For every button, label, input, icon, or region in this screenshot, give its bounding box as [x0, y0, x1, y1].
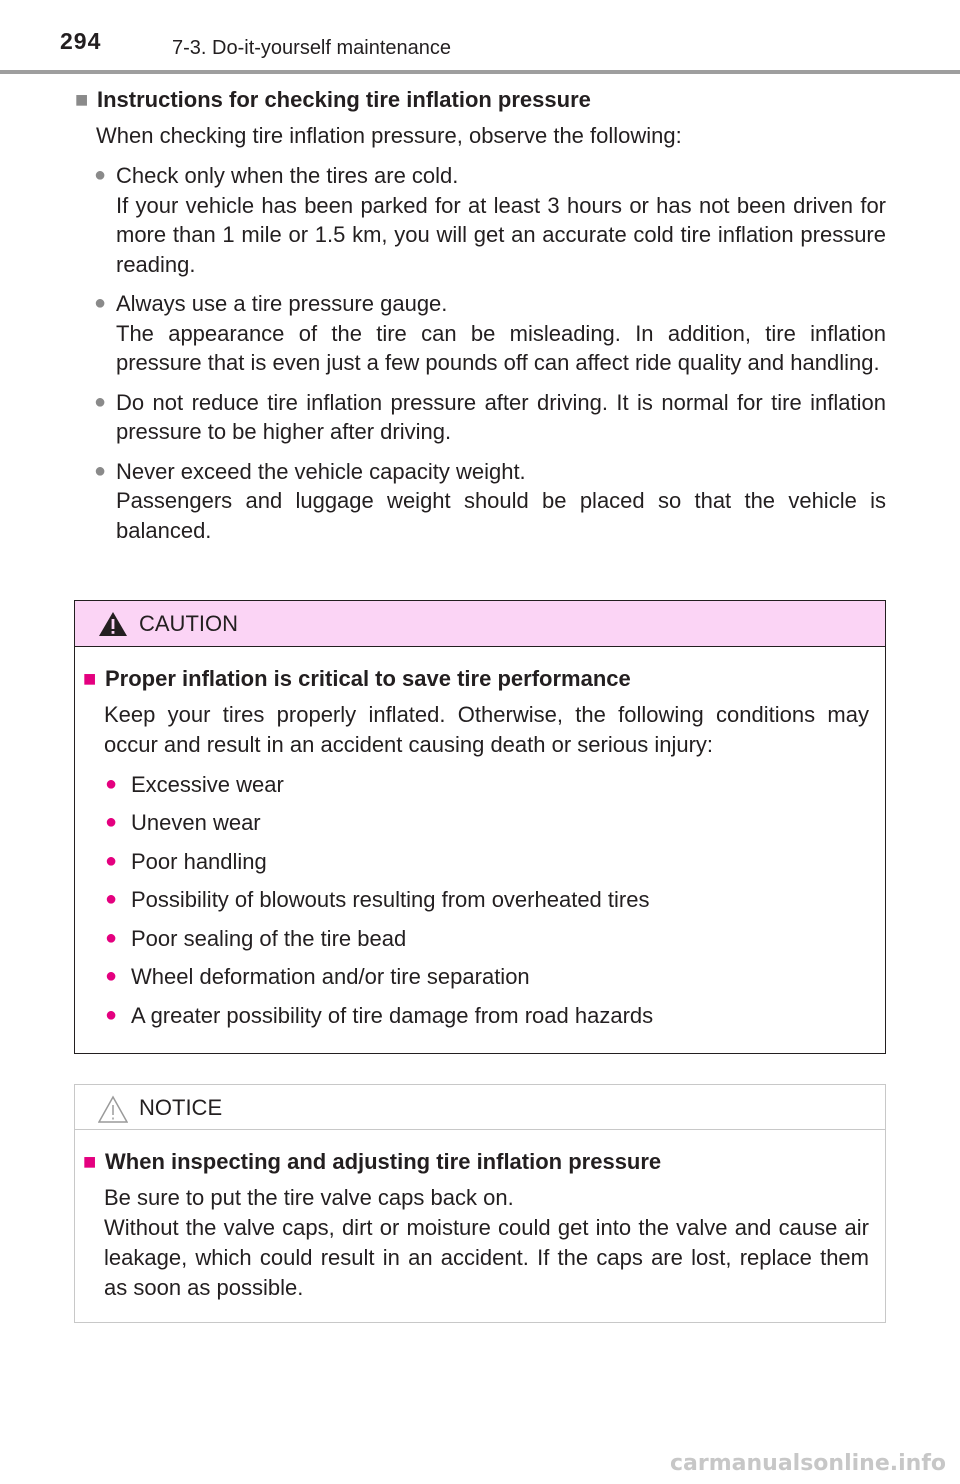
bullet-dot-icon: ● [105, 965, 118, 987]
caution-text: Keep your tires properly inflated. Other… [104, 702, 869, 757]
list-item: ● A greater possibility of tire damage fr… [105, 1001, 869, 1030]
caution-item: Poor handling [131, 848, 267, 874]
notice-box: NOTICE ■ When inspecting and adjusting t… [74, 1084, 886, 1323]
bullet-dot-icon: ● [94, 459, 107, 482]
page-header: 294 7-3. Do-it-yourself maintenance [0, 0, 960, 74]
bullet-lead: Never exceed the vehicle capacity weight… [116, 458, 526, 484]
notice-heading-text: When inspecting and adjusting tire infla… [105, 1149, 662, 1174]
bullet-dot-icon: ● [94, 292, 107, 314]
bullet-dot-icon: ● [105, 926, 118, 949]
header-divider [0, 70, 960, 74]
caution-header: CAUTION [75, 601, 885, 647]
list-item: ● Wheel deformation and/or tire separatio… [105, 962, 869, 991]
bullet-body: The appearance of the tire can be mislea… [116, 320, 886, 376]
bullet-lead: Check only when the tires are cold. [116, 163, 459, 188]
notice-line-1: Be sure to put the tire valve caps back … [104, 1185, 514, 1210]
main-heading: ■ Instructions for checking tire inflati… [75, 84, 886, 116]
watermark-text: carmanualsonline.info [670, 1451, 946, 1476]
square-bullet-icon: ■ [75, 87, 89, 112]
caution-item: Possibility of blowouts resulting from o… [131, 887, 650, 912]
square-bullet-icon: ■ [83, 666, 97, 691]
list-item: ● Excessive wear [105, 770, 869, 799]
bullet-dot-icon: ● [105, 849, 118, 872]
warning-outline-icon [98, 1095, 128, 1123]
notice-line-2: Without the valve caps, dirt or moisture… [104, 1215, 869, 1300]
intro-text: When checking tire inflation pressure, o… [96, 123, 682, 148]
notice-header: NOTICE [75, 1085, 885, 1130]
bullet-dot-icon: ● [94, 390, 107, 413]
list-item: ● Always use a tire pressure gauge. The … [94, 289, 886, 378]
caution-label: CAUTION [139, 611, 238, 636]
notice-heading: ■ When inspecting and adjusting tire inf… [83, 1146, 869, 1178]
list-item: ● Do not reduce tire inflation pressure … [94, 388, 886, 447]
bullet-lead: Do not reduce tire inflation pressure af… [116, 389, 886, 445]
list-item: ● Possibility of blowouts resulting from … [105, 885, 869, 914]
caution-item: Excessive wear [131, 771, 284, 797]
bullet-lead: Always use a tire pressure gauge. [116, 291, 448, 316]
caution-box: CAUTION ■ Proper inflation is critical t… [74, 600, 886, 1054]
bullet-dot-icon: ● [94, 164, 107, 186]
list-item: ● Uneven wear [105, 808, 869, 837]
square-bullet-icon: ■ [83, 1149, 97, 1174]
main-heading-text: Instructions for checking tire inflation… [97, 87, 591, 112]
bullet-body: Passengers and luggage weight should be … [116, 488, 886, 543]
warning-triangle-icon [99, 612, 127, 636]
bullet-dot-icon: ● [105, 1003, 118, 1026]
list-item: ● Check only when the tires are cold. If… [94, 161, 886, 279]
list-item: ● Poor sealing of the tire bead [105, 924, 869, 953]
caution-item: Wheel deformation and/or tire separation [131, 964, 530, 989]
notice-label: NOTICE [139, 1095, 223, 1120]
bullet-dot-icon: ● [105, 811, 118, 833]
bullet-dot-icon: ● [105, 772, 118, 795]
caution-item: Poor sealing of the tire bead [131, 925, 407, 951]
list-item: ● Never exceed the vehicle capacity weig… [94, 457, 886, 546]
main-content: ■ Instructions for checking tire inflati… [75, 84, 886, 545]
page-number: 294 [60, 28, 102, 54]
bullet-dot-icon: ● [105, 888, 118, 910]
list-item: ● Poor handling [105, 847, 869, 876]
caution-item: Uneven wear [131, 810, 261, 835]
section-title: 7-3. Do-it-yourself maintenance [172, 37, 452, 59]
caution-heading-text: Proper inflation is critical to save tir… [105, 666, 631, 691]
bullet-body: If your vehicle has been parked for at l… [116, 192, 886, 277]
caution-heading: ■ Proper inflation is critical to save t… [83, 663, 869, 695]
caution-item: A greater possibility of tire damage fro… [131, 1002, 654, 1028]
